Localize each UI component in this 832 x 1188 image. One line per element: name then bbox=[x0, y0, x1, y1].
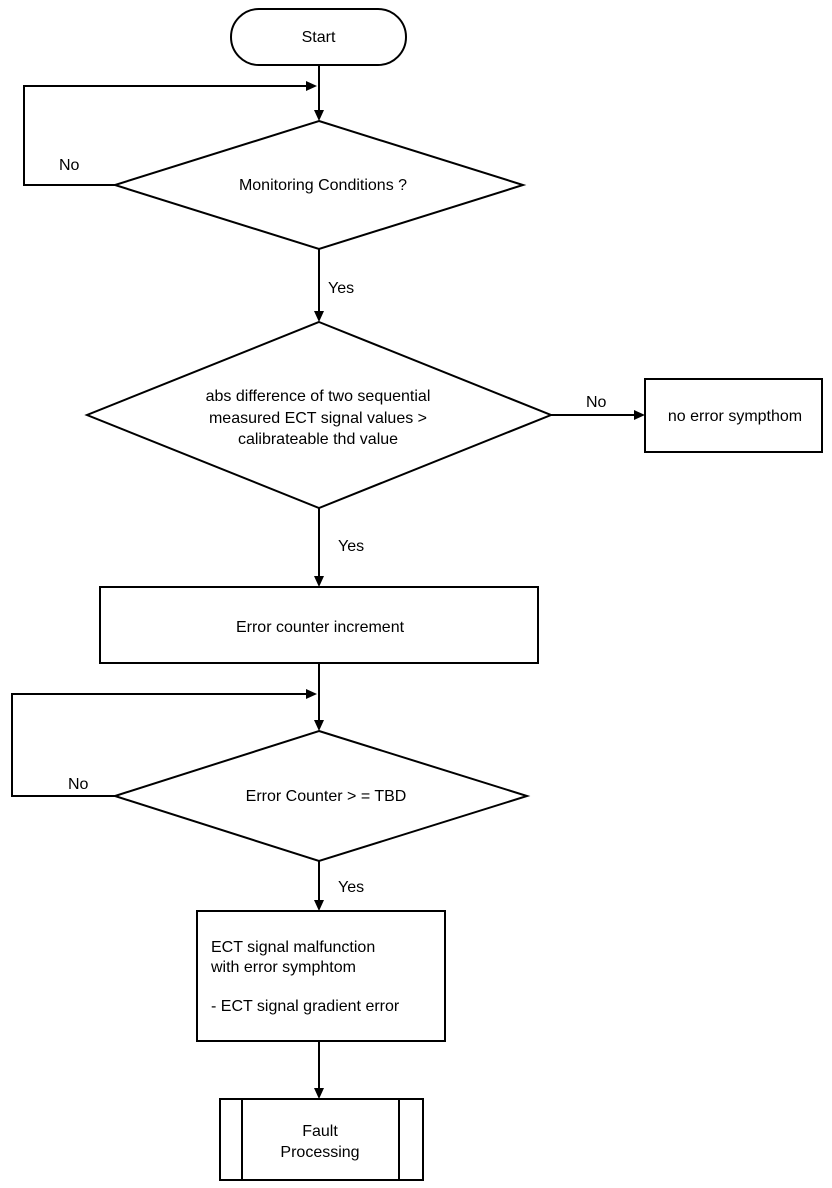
monitoring-yes-label: Yes bbox=[328, 280, 354, 297]
fault-processing-label-line-2: Processing bbox=[280, 1144, 359, 1161]
fault-processing-label-line-1: Fault bbox=[302, 1123, 338, 1140]
monitoring-conditions-label: Monitoring Conditions ? bbox=[239, 177, 407, 194]
no-error-symptom-label: no error sympthom bbox=[668, 408, 802, 425]
start-label: Start bbox=[302, 29, 336, 46]
arrowhead bbox=[314, 1088, 324, 1099]
arrowhead bbox=[314, 720, 324, 731]
arrowhead bbox=[314, 311, 324, 322]
fault-processing-box bbox=[219, 1098, 424, 1181]
connector-monitoring-no-loop bbox=[23, 85, 306, 186]
counter-no-label: No bbox=[68, 776, 89, 793]
arrowhead bbox=[314, 900, 324, 911]
monitoring-no-label: No bbox=[59, 157, 80, 174]
ect-malfunction-label-line-3: - ECT signal gradient error bbox=[211, 998, 400, 1015]
connector-counter-no-loop bbox=[11, 693, 306, 797]
abs-difference-label-line-1: abs difference of two sequential bbox=[206, 388, 431, 405]
ect-malfunction-label-line-2: with error symphtom bbox=[210, 959, 356, 976]
error-counter-increment-label: Error counter increment bbox=[236, 619, 405, 636]
abs-difference-no-label: No bbox=[586, 394, 607, 411]
ect-malfunction-box bbox=[196, 910, 446, 1042]
arrowhead bbox=[306, 81, 317, 91]
arrowhead bbox=[634, 410, 645, 420]
counter-yes-label: Yes bbox=[338, 879, 364, 896]
abs-difference-label-line-3: calibrateable thd value bbox=[238, 431, 398, 448]
arrowhead bbox=[314, 110, 324, 121]
error-counter-check-label: Error Counter > = TBD bbox=[246, 788, 407, 805]
abs-difference-yes-label: Yes bbox=[338, 538, 364, 555]
arrowhead bbox=[306, 689, 317, 699]
ect-malfunction-label-line-1: ECT signal malfunction bbox=[211, 939, 375, 956]
no-error-symptom-box bbox=[644, 378, 823, 453]
abs-difference-label-line-2: measured ECT signal values > bbox=[209, 410, 427, 427]
arrowhead bbox=[314, 576, 324, 587]
